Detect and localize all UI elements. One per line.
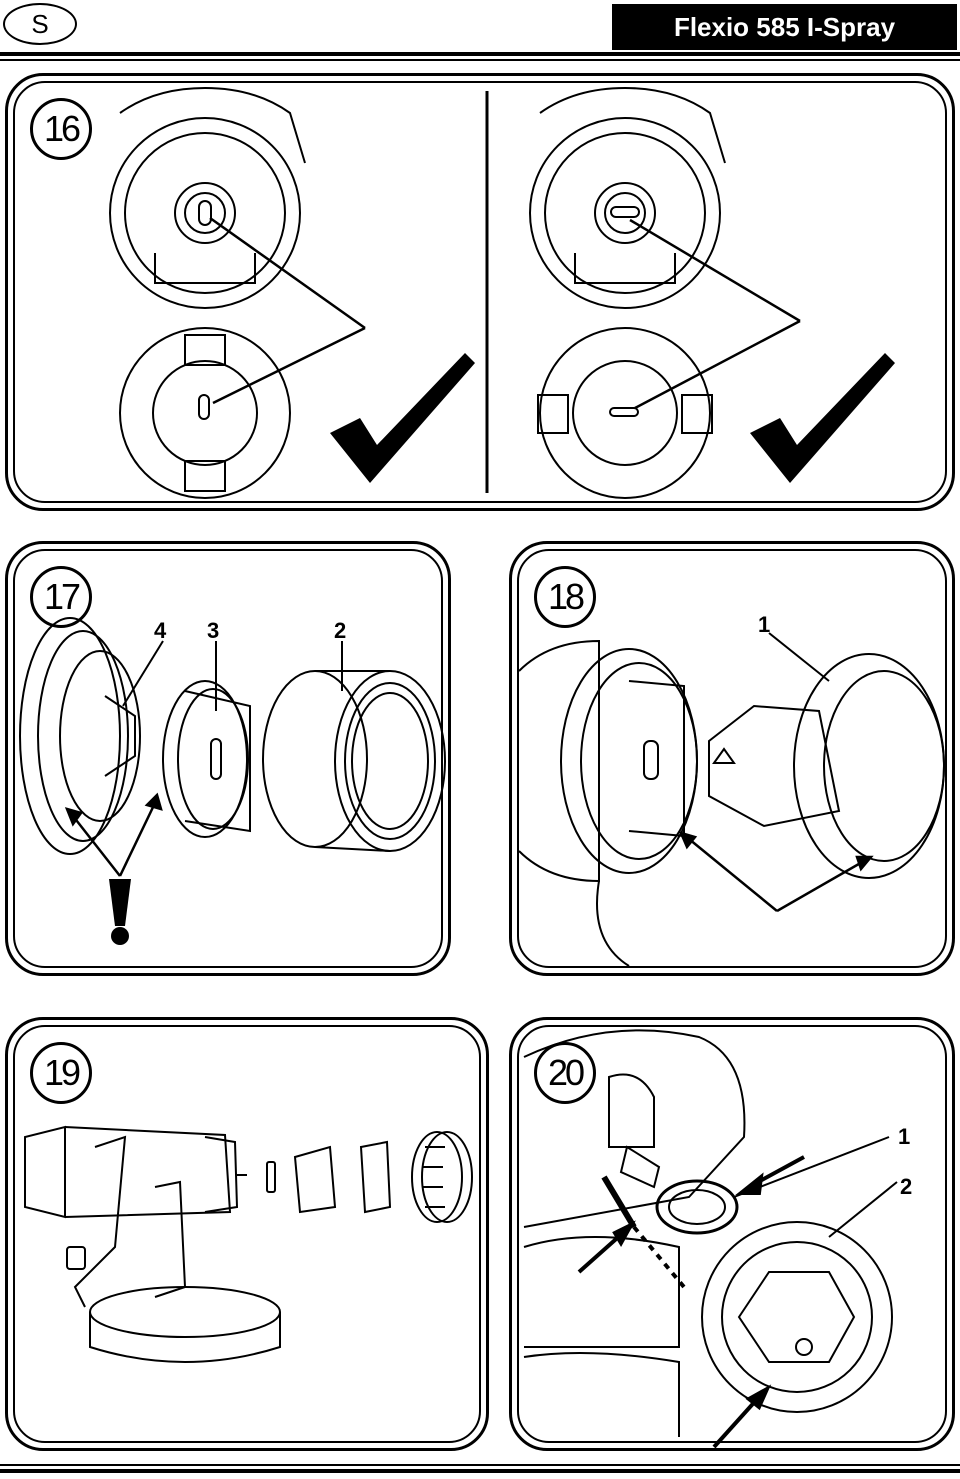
checkmark-icon [330,353,475,483]
panel-step-17: 17 [5,541,451,976]
checkmark-icon [750,353,895,483]
nozzle-cap-right [538,328,712,498]
panel-step-16: 16 [5,73,955,511]
nozzle-tip [609,1075,659,1188]
label-part-1: 1 [758,612,771,637]
panel-step-20: 20 [509,1017,955,1451]
step-18-illustration [509,541,955,976]
spray-head-front-right [530,88,725,308]
alignment-arrows [681,833,871,911]
dotted-guide [634,1227,684,1287]
step-number-16: 16 [30,98,92,160]
step-17-illustration [5,541,451,945]
page-title: Flexio 585 I-Spray [612,4,957,50]
step-20-illustration [509,1017,955,1451]
spray-gun-head [524,1030,744,1437]
seal-ring-1 [657,1181,737,1233]
panel-step-19: 19 [5,1017,489,1451]
cap-part-2 [263,671,445,851]
header-rule-thin [0,59,960,61]
arrow-lines-right [630,220,800,408]
exploded-parts [267,1132,472,1222]
cap-2 [702,1222,892,1412]
footer-rule-thick [0,1469,960,1473]
spray-gun-body [519,641,697,966]
label-seal-1: 1 [898,1124,911,1149]
nozzle-mount [629,681,684,836]
spray-head-front-left [110,88,305,308]
warning-arrows [67,795,161,876]
step-number-17: 17 [30,566,92,628]
leader-lines [123,641,342,711]
step-number-20: 20 [534,1042,596,1104]
cap-part-1 [709,654,944,878]
label-part-4: 4 [154,618,167,643]
label-part-2: 2 [334,618,347,643]
label-part-3: 3 [207,618,220,643]
pointer-arrows [579,1157,804,1447]
spray-gun-complete [25,1127,280,1362]
guide-bar [604,1177,634,1227]
arrow-lines-left [210,218,365,403]
label-cap-2: 2 [900,1174,913,1199]
warning-exclamation-icon [109,879,131,945]
nozzle-cap-left [120,328,290,498]
step-19-illustration [5,1017,489,1451]
header-rule-thick [0,52,960,56]
spray-gun-thread-end [20,618,140,854]
step-number-19: 19 [30,1042,92,1104]
leader-line [769,633,829,681]
nozzle-part-3 [163,681,250,837]
footer-rule-thin [0,1464,960,1466]
step-number-18: 18 [534,566,596,628]
language-badge: S [3,3,77,45]
step-16-illustration [5,73,895,511]
